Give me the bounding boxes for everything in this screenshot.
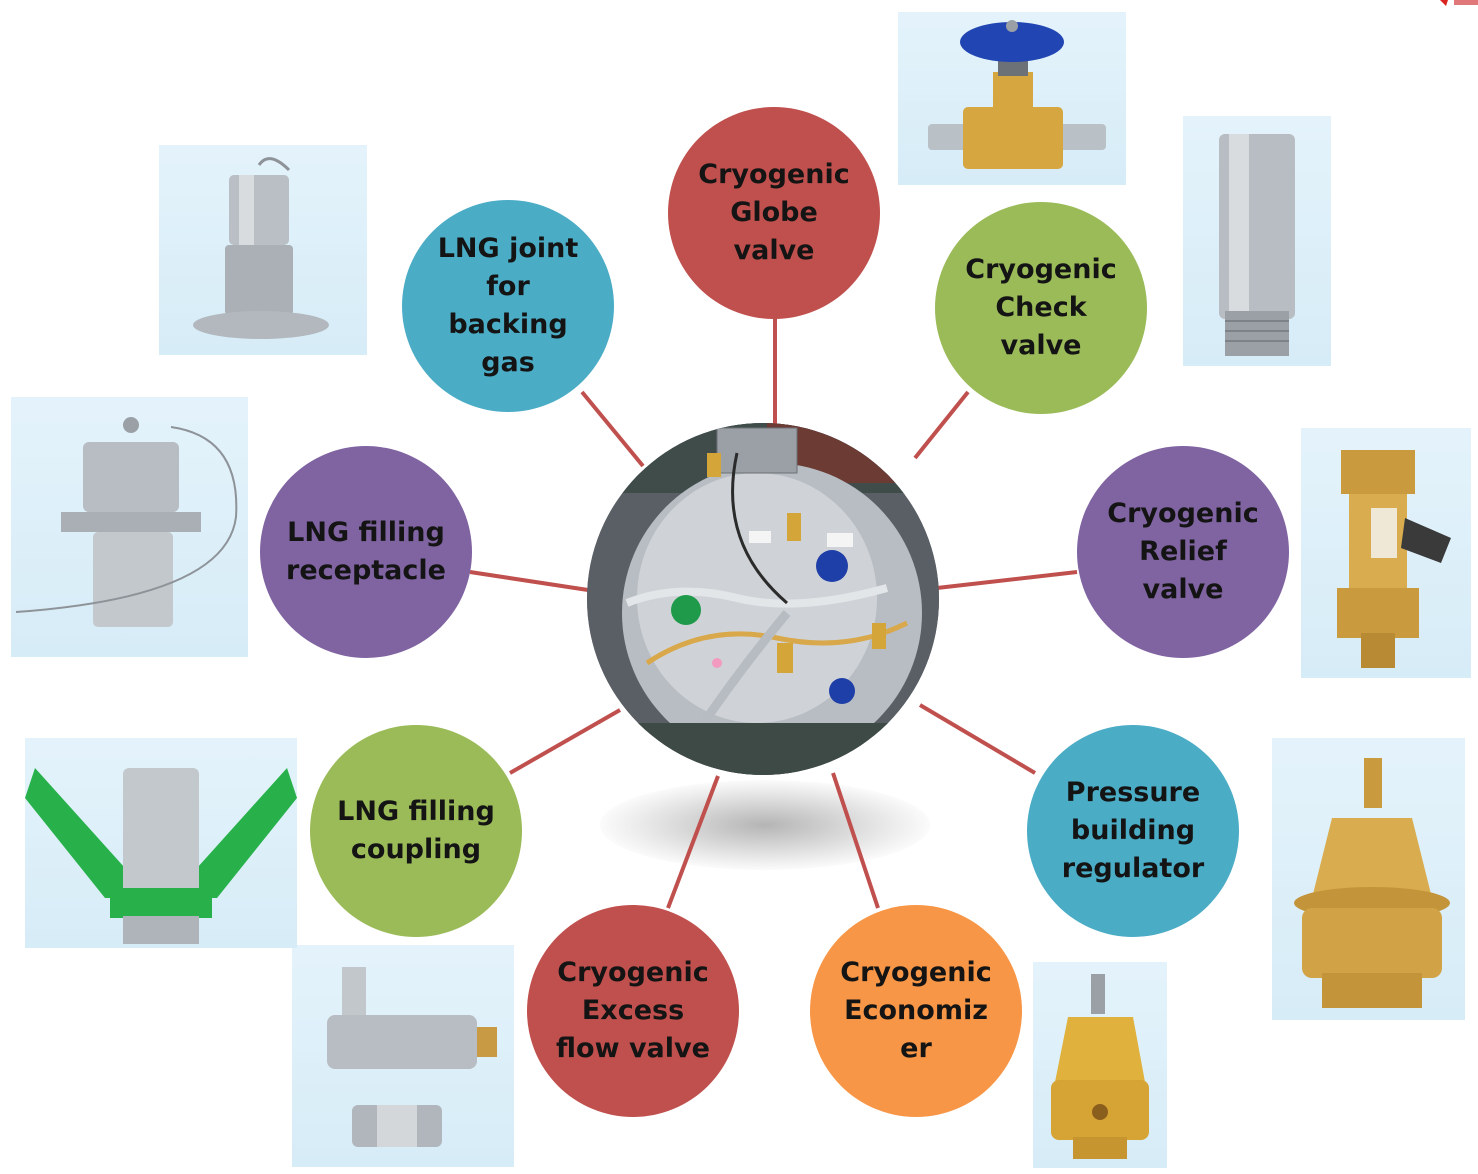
photo-excess-flow-valve xyxy=(292,945,514,1167)
bubble-label: Cryogenic Economiz er xyxy=(840,957,992,1064)
bubble-cryogenic-relief-valve: Cryogenic Relief valve xyxy=(1077,446,1289,658)
corner-logo-fragment xyxy=(1440,0,1478,6)
connector-relief xyxy=(936,570,1078,590)
bubble-cryogenic-globe-valve: Cryogenic Globe valve xyxy=(668,107,880,319)
backing-gas-joint-icon xyxy=(193,157,329,339)
bubble-label: LNG filling receptacle xyxy=(286,517,446,586)
excess-flow-valve-icon xyxy=(327,967,497,1147)
bubble-label: Cryogenic Check valve xyxy=(965,254,1117,361)
photo-economizer xyxy=(1033,962,1167,1168)
bubble-label: LNG joint for backing gas xyxy=(437,233,579,378)
bubble-label: Cryogenic Excess flow valve xyxy=(556,957,710,1064)
filling-coupling-icon xyxy=(25,768,297,944)
relief-valve-icon xyxy=(1337,450,1451,668)
bubble-lng-filling-coupling: LNG filling coupling xyxy=(310,725,522,937)
bubble-label: Pressure building regulator xyxy=(1061,777,1205,884)
connector-pressure xyxy=(918,703,1037,775)
bubble-pressure-building-regulator: Pressure building regulator xyxy=(1027,725,1239,937)
connector-excess xyxy=(666,775,720,909)
economizer-icon xyxy=(1051,974,1149,1159)
bubble-lng-joint-backing-gas: LNG joint for backing gas xyxy=(402,200,614,412)
cylinder-panel-illustration xyxy=(587,423,939,775)
connector-economizer xyxy=(831,772,880,909)
connector-receptacle xyxy=(469,570,589,592)
check-valve-icon xyxy=(1219,134,1295,356)
bubble-cryogenic-check-valve: Cryogenic Check valve xyxy=(935,202,1147,414)
photo-pressure-regulator xyxy=(1272,738,1465,1020)
pressure-regulator-icon xyxy=(1294,758,1450,1008)
bubble-cryogenic-economizer: Cryogenic Economiz er xyxy=(810,905,1022,1117)
bubble-label: Cryogenic Globe valve xyxy=(698,159,850,266)
bubble-lng-filling-receptacle: LNG filling receptacle xyxy=(260,446,472,658)
bubble-cryogenic-excess-flow-valve: Cryogenic Excess flow valve xyxy=(527,905,739,1117)
photo-globe-valve xyxy=(898,12,1126,185)
photo-filling-coupling xyxy=(25,738,297,948)
photo-check-valve xyxy=(1183,116,1331,366)
photo-backing-gas-joint xyxy=(159,145,367,355)
bubble-label: LNG filling coupling xyxy=(337,796,495,865)
center-shadow xyxy=(600,780,930,870)
filling-receptacle-icon xyxy=(15,417,238,627)
center-cylinder-photo xyxy=(587,423,939,775)
photo-relief-valve xyxy=(1301,428,1471,678)
globe-valve-icon xyxy=(928,20,1106,169)
photo-filling-receptacle xyxy=(11,397,248,657)
bubble-label: Cryogenic Relief valve xyxy=(1107,498,1259,605)
